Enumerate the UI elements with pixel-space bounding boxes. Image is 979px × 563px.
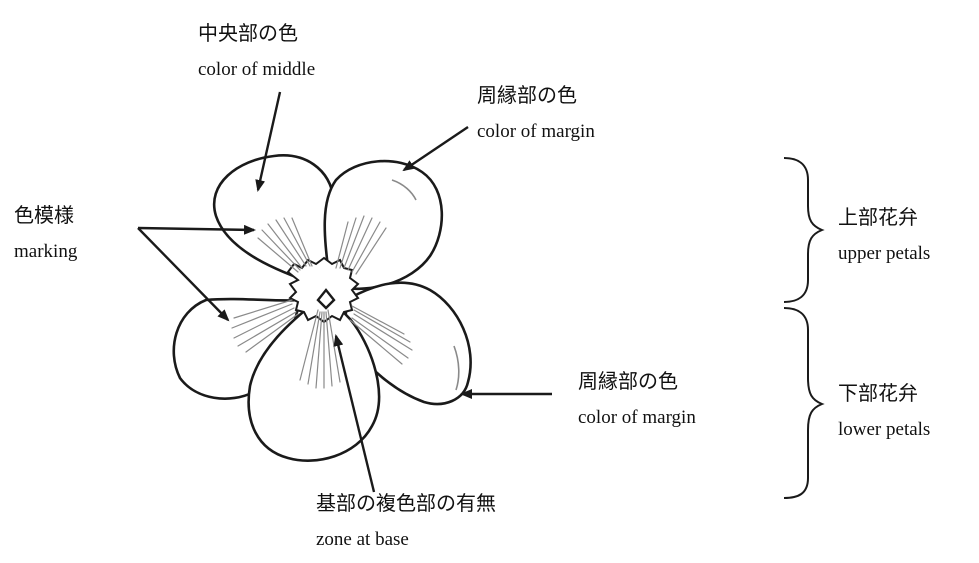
- label-margin-lower-en: color of margin: [578, 407, 696, 428]
- flower-center: [316, 288, 336, 310]
- label-margin-top-jp: 周縁部の色: [477, 85, 577, 107]
- label-color-of-margin-lower: 周縁部の色 color of margin: [578, 370, 696, 430]
- arrow-middle: [255, 91, 282, 192]
- label-marking-jp: 色模様: [14, 205, 74, 227]
- bottom-petal: [247, 298, 381, 462]
- label-lower-petals-jp: 下部花弁: [838, 383, 918, 405]
- arrow-marking-lower: [137, 227, 230, 322]
- label-lower-petals: 下部花弁 lower petals: [838, 382, 930, 442]
- label-color-of-middle: 中央部の色 color of middle: [198, 22, 315, 82]
- brace-upper-petals: [783, 157, 825, 303]
- label-zone-base-jp: 基部の複色部の有無: [316, 493, 496, 515]
- arrow-base-zone: [333, 334, 376, 493]
- label-color-of-margin-top: 周縁部の色 color of margin: [477, 84, 595, 144]
- label-zone-base-en: zone at base: [316, 529, 409, 550]
- label-upper-petals-en: upper petals: [838, 243, 931, 264]
- label-margin-lower-jp: 周縁部の色: [578, 371, 678, 393]
- arrow-marking-upper: [137, 224, 256, 235]
- base-zone-outline: [286, 256, 360, 324]
- label-upper-petals: 上部花弁 upper petals: [838, 206, 930, 266]
- label-middle-en: color of middle: [198, 59, 316, 80]
- label-middle-jp: 中央部の色: [198, 23, 298, 45]
- brace-lower-petals: [783, 307, 825, 499]
- label-zone-at-base: 基部の複色部の有無 zone at base: [316, 492, 496, 552]
- label-lower-petals-en: lower petals: [838, 419, 931, 440]
- label-marking: 色模様 marking: [14, 204, 77, 264]
- label-margin-top-en: color of margin: [477, 121, 595, 142]
- arrow-margin-top: [402, 126, 469, 172]
- label-upper-petals-jp: 上部花弁: [838, 207, 918, 229]
- label-marking-en: marking: [14, 241, 78, 262]
